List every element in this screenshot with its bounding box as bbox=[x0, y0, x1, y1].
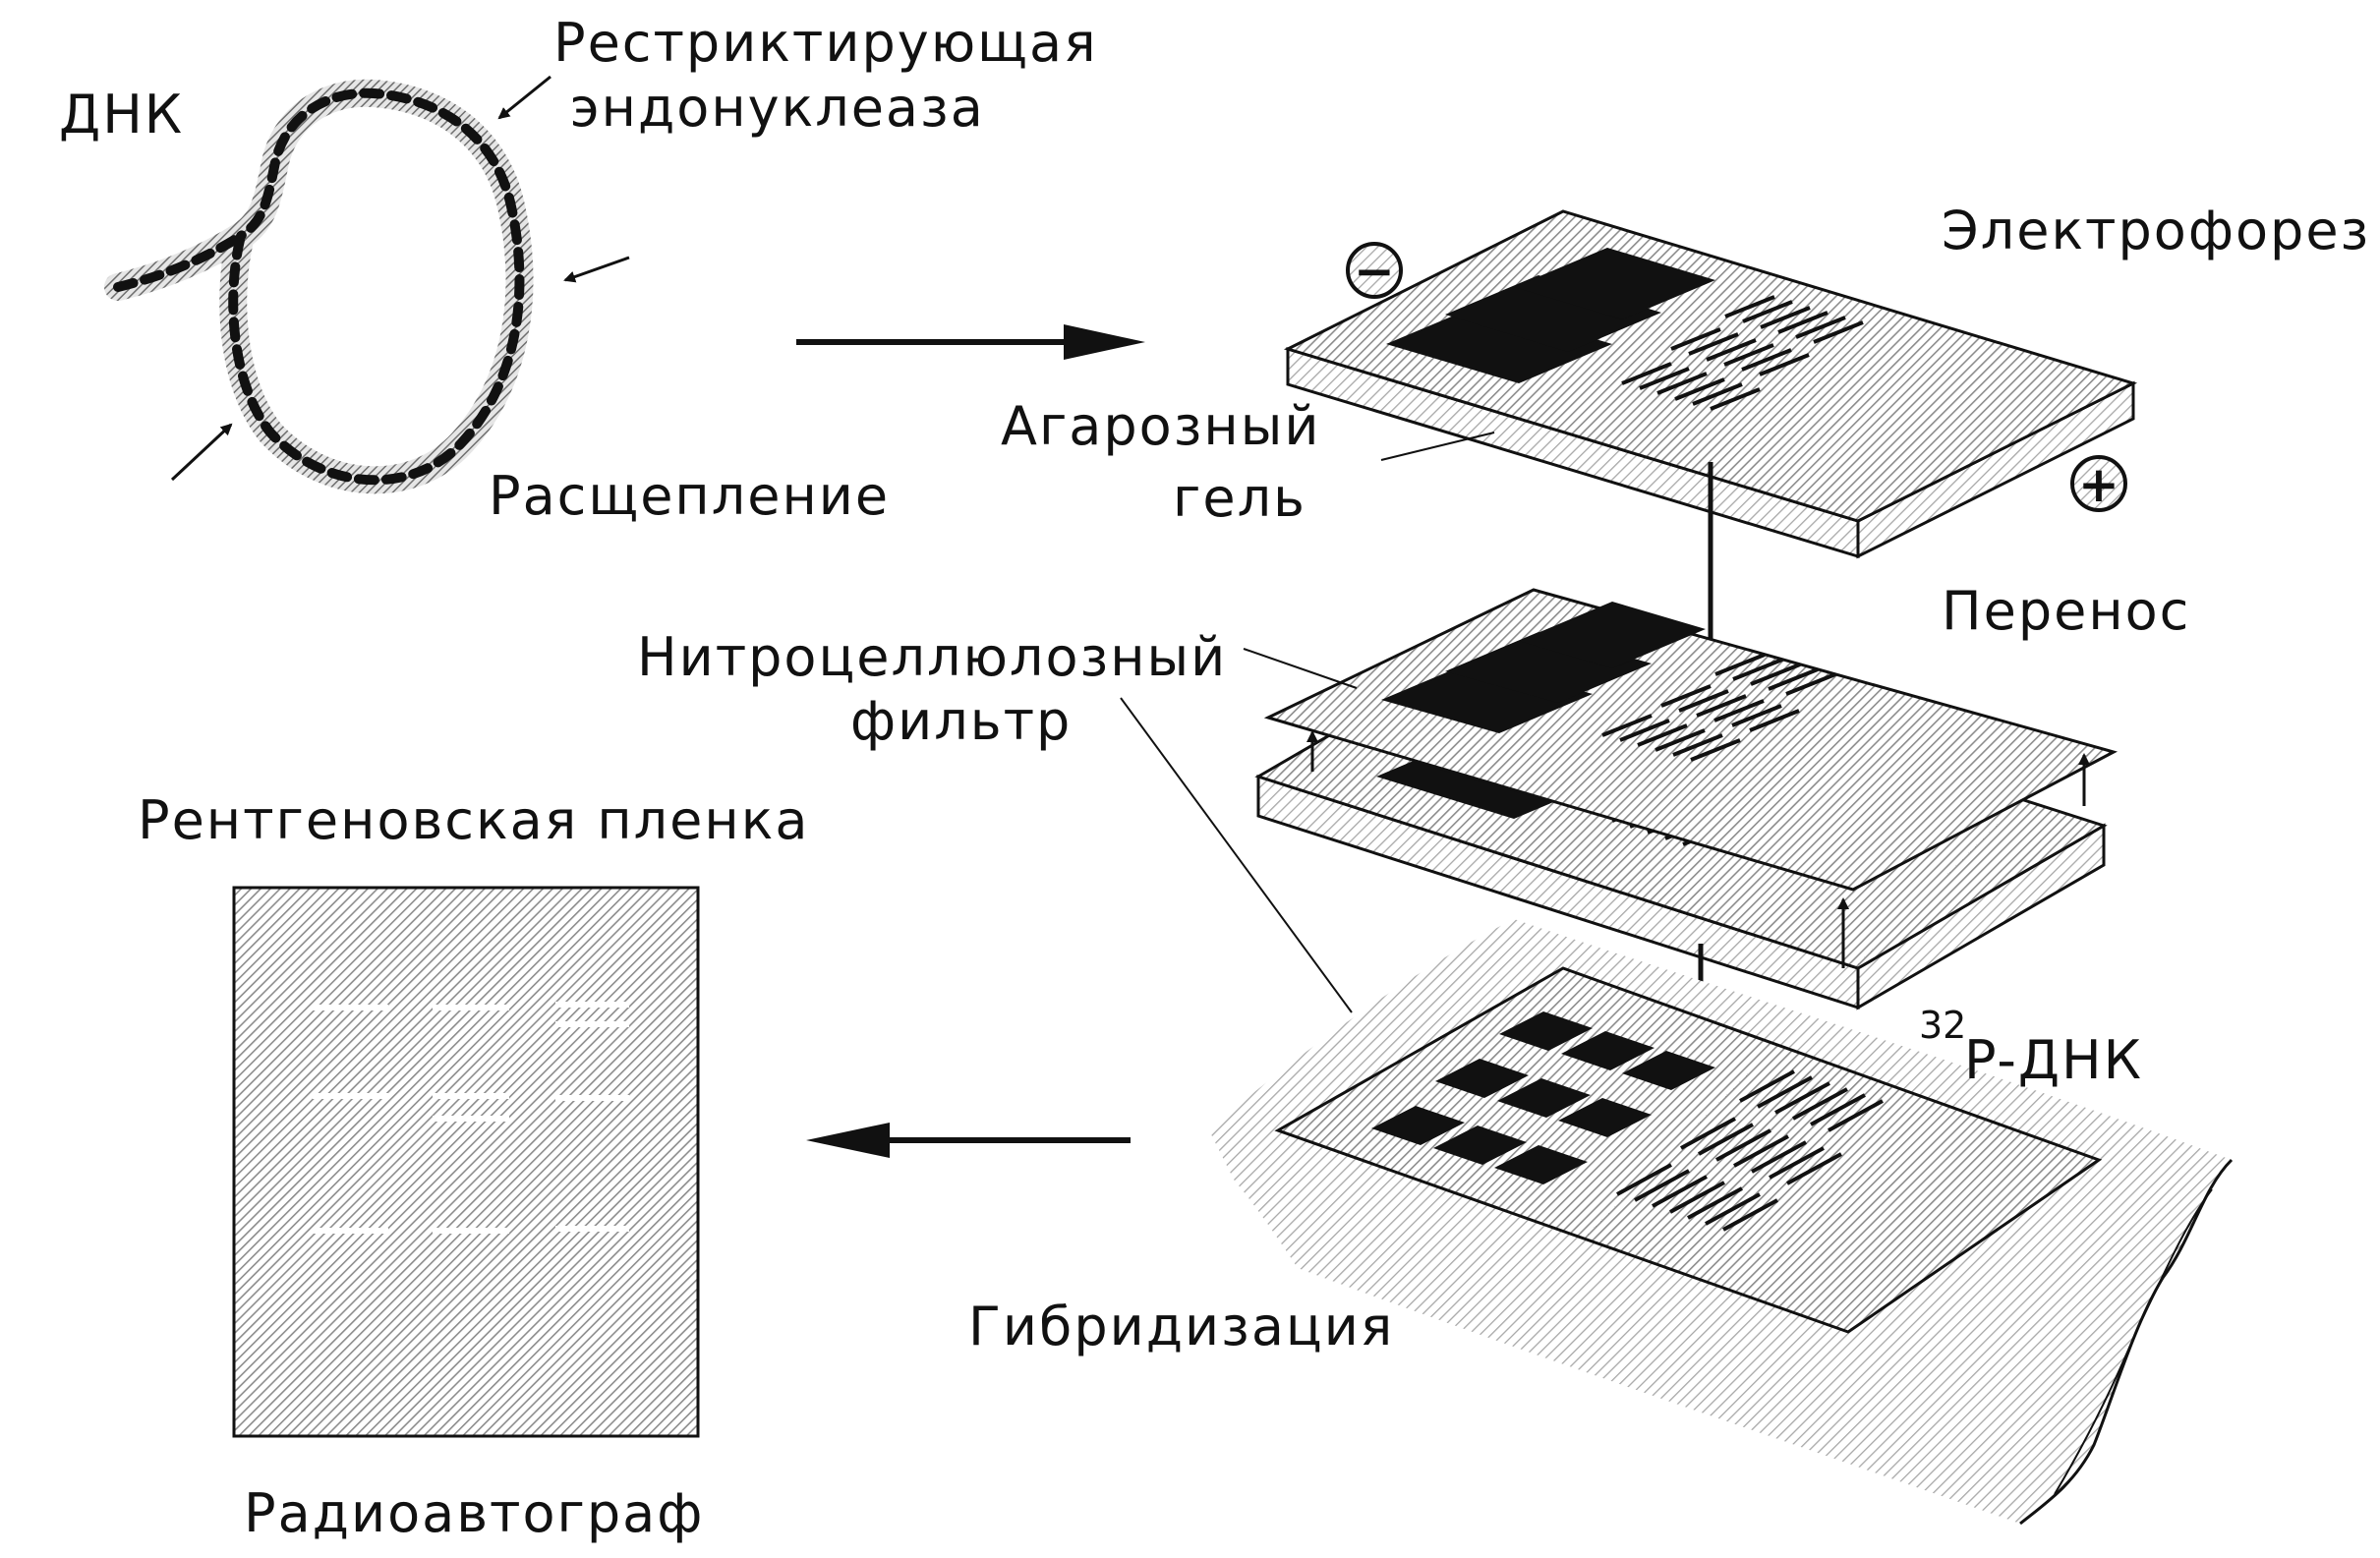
transfer-label: Перенос bbox=[1942, 580, 2190, 642]
dna-label: ДНК bbox=[59, 84, 184, 145]
xray-film-label: Рентгеновская пленка bbox=[138, 789, 809, 851]
electrode-positive-icon: + bbox=[2070, 455, 2127, 513]
gel-ladder-bands bbox=[1621, 295, 1864, 411]
restriction-enzyme-label-1: Рестриктирующая bbox=[553, 12, 1098, 74]
xray-film bbox=[232, 886, 700, 1438]
cleavage-site-arrows bbox=[170, 75, 630, 482]
agarose-gel-label-1: Агарозный bbox=[1001, 395, 1320, 457]
leader-lines bbox=[1120, 432, 1495, 1013]
flow-arrow-back bbox=[806, 1123, 1131, 1158]
flow-arrow-icon bbox=[796, 324, 1145, 360]
electrode-negative-icon: − bbox=[1346, 242, 1403, 300]
probe-label: P-ДНК bbox=[1964, 1029, 2143, 1091]
uplift-arrows bbox=[1306, 730, 2090, 968]
restriction-enzyme-label-2: эндонуклеаза bbox=[570, 77, 985, 139]
agarose-gel-label-2: гель bbox=[1173, 467, 1306, 529]
electrode-negative-label: − bbox=[1354, 243, 1395, 300]
cleavage-label: Расщепление bbox=[489, 465, 890, 527]
nitrocellulose-label-2: фильтр bbox=[850, 690, 1072, 752]
nitrocellulose-label-1: Нитроцеллюлозный bbox=[637, 626, 1227, 688]
probe-isotope-label: 32 bbox=[1919, 1004, 1966, 1047]
autoradiograph-label: Радиоавтограф bbox=[244, 1482, 704, 1544]
nitrocellulose-filter bbox=[1263, 588, 2119, 968]
electrophoresis-label: Электрофорез bbox=[1942, 200, 2370, 261]
hybridization-label: Гибридизация bbox=[968, 1296, 1394, 1357]
dna-loop-icon bbox=[104, 79, 534, 494]
electrode-positive-label: + bbox=[2078, 456, 2119, 513]
autoradiograph-bands bbox=[313, 1002, 629, 1234]
agarose-gel bbox=[1283, 209, 2138, 559]
hybridization-bag bbox=[1209, 919, 2234, 1526]
hybridized-blocks bbox=[1371, 1011, 1715, 1184]
